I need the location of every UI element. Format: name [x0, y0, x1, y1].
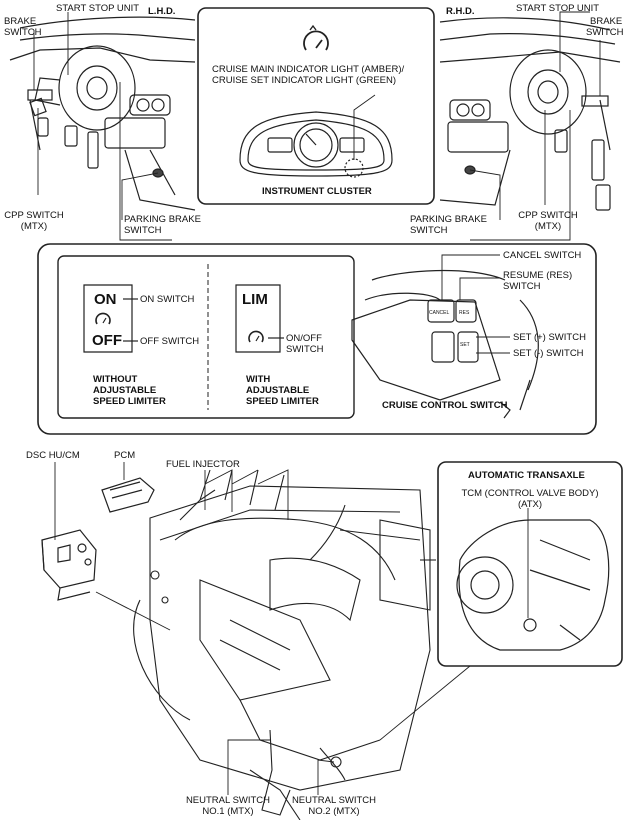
automatic-transaxle-illustration — [456, 519, 610, 651]
engine-bay-illustration — [133, 469, 436, 820]
cpp-switch-right-label-1: CPP SWITCH — [518, 210, 578, 221]
cpp-switch-right-label-2: (MTX) — [534, 221, 562, 232]
rhd-label: R.H.D. — [446, 6, 475, 17]
btn-set-text: SET — [460, 342, 470, 348]
cpp-switch-left-label-2: (MTX) — [20, 221, 48, 232]
lim-key-label: LIM — [242, 291, 268, 308]
parking-brake-left-label-2: SWITCH — [124, 225, 162, 236]
parking-brake-left-label-1: PARKING BRAKE — [124, 214, 201, 225]
dsc-hu-cm-label: DSC HU/CM — [26, 450, 80, 461]
cruise-indicator-label-1: CRUISE MAIN INDICATOR LIGHT (AMBER)/ — [212, 64, 405, 75]
cruise-control-switch-illustration — [351, 269, 539, 419]
neutral-switch-2-label-1: NEUTRAL SWITCH — [291, 795, 377, 806]
without-limiter-label-1: WITHOUT — [93, 374, 138, 385]
dsc-hu-cm-illustration — [41, 529, 97, 601]
parking-brake-right-label-1: PARKING BRAKE — [410, 214, 487, 225]
with-limiter-label-3: SPEED LIMITER — [246, 396, 319, 407]
with-limiter-switch-illustration — [235, 284, 284, 353]
lhd-brake-switch-box — [27, 89, 53, 101]
set-minus-switch-label: SET (-) SWITCH — [513, 348, 584, 359]
cpp-switch-left-label-1: CPP SWITCH — [4, 210, 64, 221]
neutral-switch-1-label-2: NO.1 (MTX) — [202, 806, 254, 817]
lhd-steering-wheel-illustration — [29, 45, 136, 131]
onoff-switch-label-1: ON/OFF — [286, 333, 322, 344]
automatic-transaxle-box — [437, 461, 623, 667]
tcm-label-1: TCM (CONTROL VALVE BODY) — [461, 488, 599, 499]
tcm-label-2: (ATX) — [517, 499, 543, 510]
cruise-indicator-icon — [303, 24, 329, 51]
on-key-label: ON — [94, 291, 117, 308]
start-stop-unit-right-label: START STOP UNIT — [516, 3, 600, 14]
with-limiter-label-2: ADJUSTABLE — [246, 385, 310, 396]
onoff-switch-label-2: SWITCH — [286, 344, 324, 355]
neutral-switch-2-label-2: NO.2 (MTX) — [308, 806, 360, 817]
brake-switch-right-label-2: SWITCH — [586, 27, 624, 38]
instrument-cluster-illustration — [239, 111, 393, 178]
rhd-brake-switch-box — [581, 95, 609, 107]
brake-switch-left-label-1: BRAKE — [4, 16, 37, 27]
brake-switch-right-label-1: BRAKE — [590, 16, 623, 27]
btn-cancel-text: CANCEL — [429, 310, 450, 316]
cruise-control-switch-label: CRUISE CONTROL SWITCH — [382, 400, 508, 411]
lhd-label: L.H.D. — [148, 6, 176, 17]
on-switch-label: ON SWITCH — [140, 294, 195, 305]
without-limiter-switch-illustration — [83, 284, 138, 353]
resume-switch-label-1: RESUME (RES) — [503, 270, 573, 281]
resume-switch-label-2: SWITCH — [503, 281, 541, 292]
pcm-illustration — [101, 477, 155, 513]
cruise-indicator-label-2: CRUISE SET INDICATOR LIGHT (GREEN) — [212, 75, 397, 86]
off-switch-label: OFF SWITCH — [140, 336, 200, 347]
cruise-control-section-box — [37, 243, 597, 435]
pcm-label: PCM — [114, 450, 136, 461]
cruise-leader-lines — [441, 254, 510, 354]
fuel-injector-label: FUEL INJECTOR — [166, 459, 240, 470]
rhd-dashboard-illustration — [439, 17, 621, 211]
top-leader-lines — [33, 11, 601, 241]
off-key-label: OFF — [92, 332, 122, 349]
without-limiter-label-2: ADJUSTABLE — [93, 385, 157, 396]
instrument-cluster-box — [197, 7, 435, 205]
automatic-transaxle-label: AUTOMATIC TRANSAXLE — [468, 470, 585, 481]
cruise-switch-variants-box — [57, 255, 355, 419]
parking-brake-right-label-2: SWITCH — [410, 225, 448, 236]
neutral-switch-1-label-1: NEUTRAL SWITCH — [185, 795, 271, 806]
engine-leader-lines — [54, 462, 529, 795]
cancel-switch-label: CANCEL SWITCH — [503, 250, 582, 261]
start-stop-unit-left-label: START STOP UNIT — [56, 3, 140, 14]
without-limiter-label-3: SPEED LIMITER — [93, 396, 166, 407]
set-plus-switch-label: SET (+) SWITCH — [513, 332, 586, 343]
with-limiter-label-1: WITH — [246, 374, 271, 385]
instrument-cluster-label: INSTRUMENT CLUSTER — [262, 186, 372, 197]
brake-switch-left-label-2: SWITCH — [4, 27, 42, 38]
btn-res-text: RES — [459, 310, 470, 316]
rhd-steering-wheel-illustration — [509, 49, 587, 135]
